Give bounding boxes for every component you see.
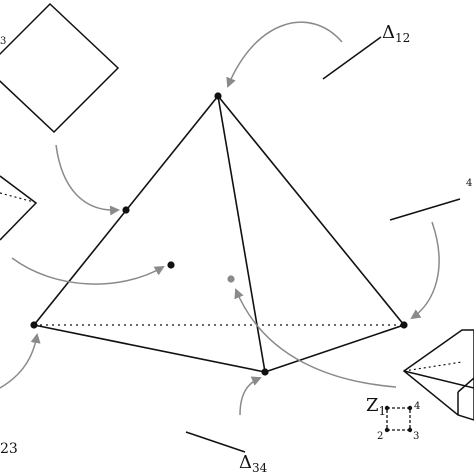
arrow-left-to-face [11,257,165,285]
vertex-right [400,321,408,329]
arrow-delta34 [239,376,262,416]
arrows [0,21,440,416]
edge-apex-right [217,95,405,326]
label-square-2: 2 [377,431,384,442]
left-wedge [0,175,38,241]
label-bottom-left-23: 23 [0,441,18,457]
edge-bottom-right [264,324,405,373]
small-square-z1 [384,405,413,433]
segment-right [389,198,461,221]
edge-apex-bottom [217,95,266,373]
segment-delta34 [185,431,246,453]
label-right-4: 4 [466,178,473,189]
vertices [30,92,408,376]
label-delta12: Δ12 [382,22,411,45]
arrow-square-to-edge [55,144,120,216]
vertex-left [30,321,38,329]
label-square-4: 4 [414,401,421,412]
arrow-3d-to-hidden [234,288,397,388]
square-top-left [0,2,120,134]
vertex-bottom [261,368,269,376]
label-z1: Z1 [366,395,387,418]
hidden-face-point [227,275,235,283]
label-delta34: Δ34 [239,452,268,475]
segment-delta12 [322,36,382,80]
face-center-point [167,261,175,269]
arrow-delta12 [226,21,343,88]
arrow-right-to-vertex [410,221,440,320]
right-prism [402,329,474,421]
tetrahedron [33,95,405,373]
label-square-3: 3 [413,431,420,442]
edge-left-bottom [33,324,266,373]
vertex-apex [214,92,222,100]
arrow-bottomleft-to-vertex [0,333,41,389]
label-left-3: 3 [0,36,7,47]
edge-midpoint-left [122,206,130,214]
